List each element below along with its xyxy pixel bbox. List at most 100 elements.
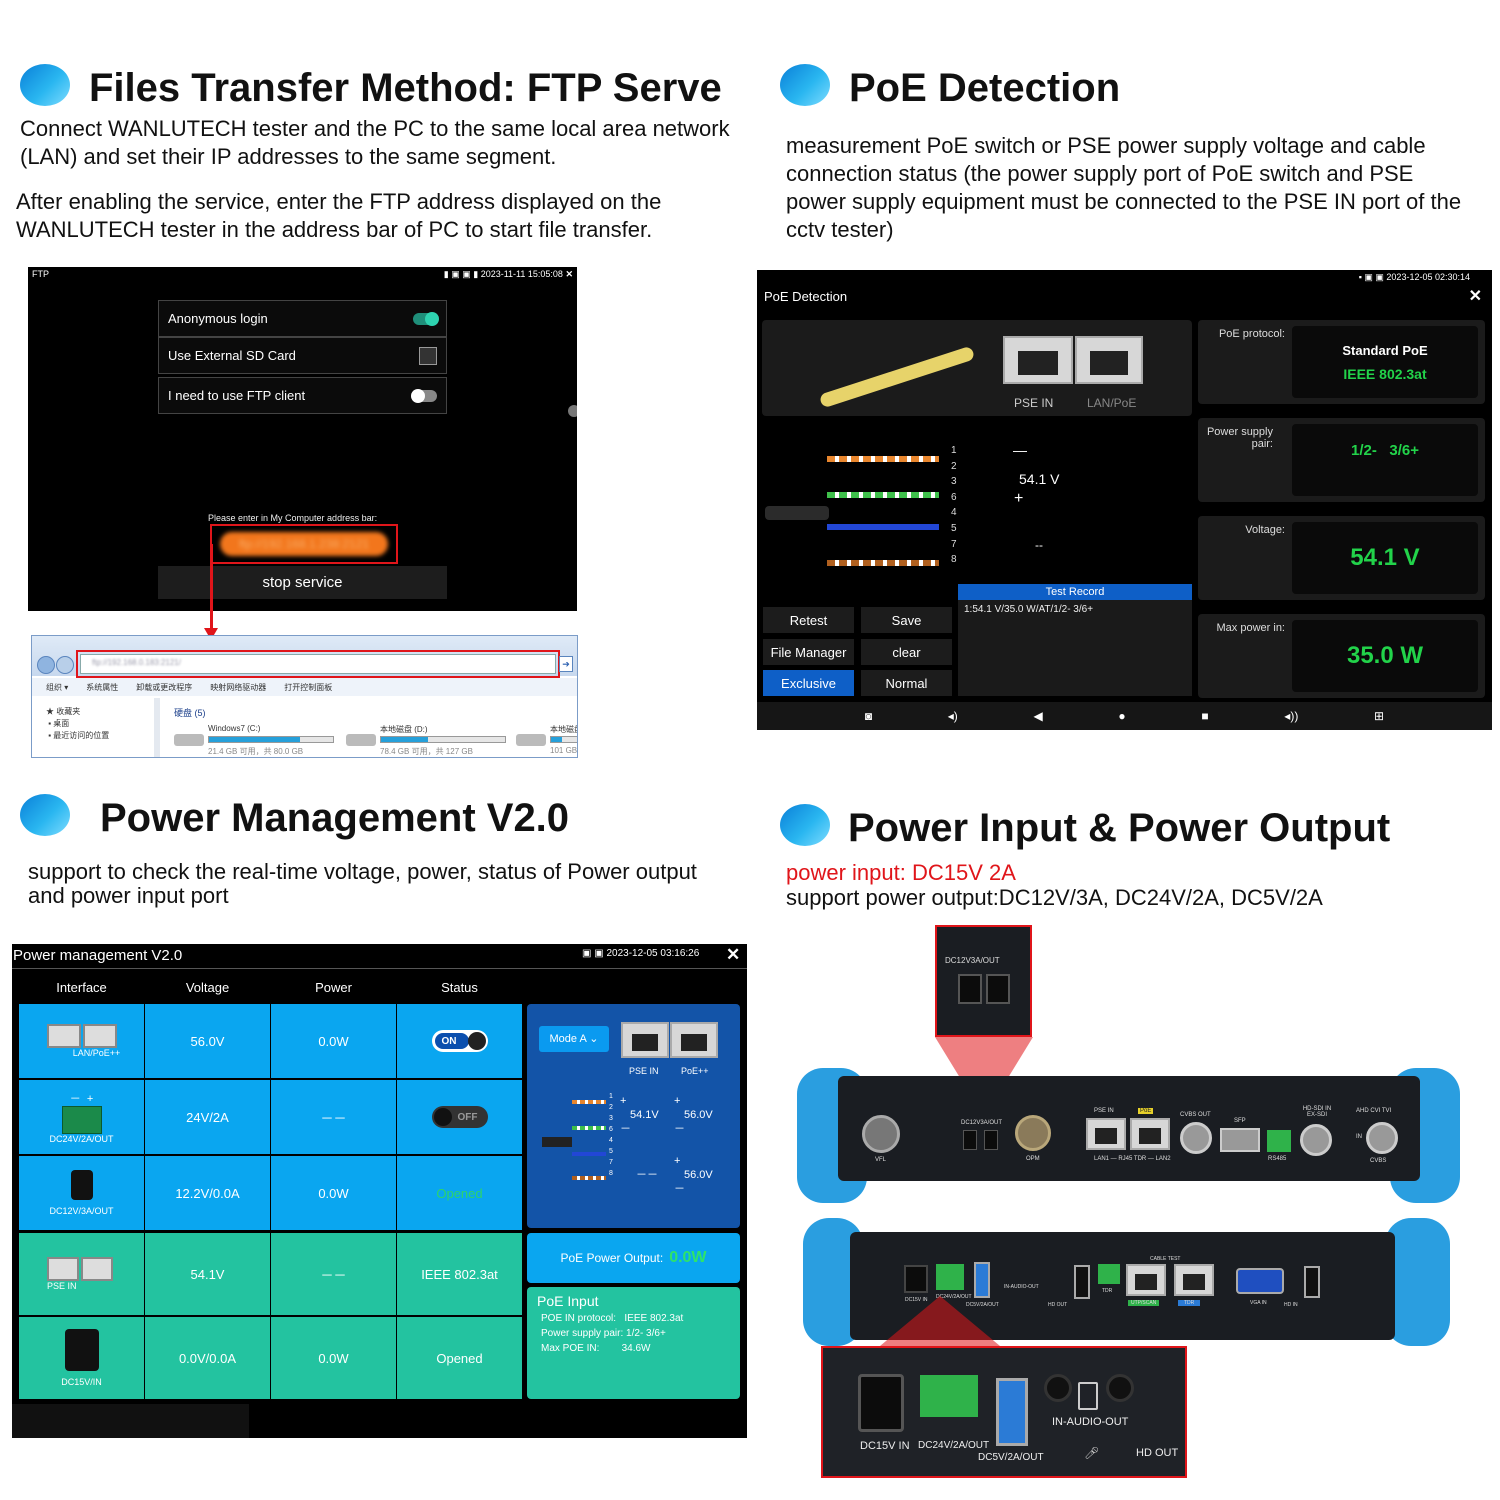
pm-para: support to check the real-time voltage, … — [28, 859, 697, 908]
output-toggle-on[interactable]: ON — [431, 1030, 488, 1052]
volume-up-icon[interactable]: ◂)) — [1284, 709, 1299, 723]
poe-input-panel: PoE Input POE IN protocol: IEEE 802.3at … — [527, 1287, 740, 1399]
hdmi-out-port-icon — [1074, 1265, 1090, 1299]
file-manager-button[interactable]: File Manager — [763, 639, 854, 665]
apps-grid-icon[interactable]: ⊞ — [1374, 709, 1385, 723]
go-icon[interactable]: ➔ — [559, 656, 573, 672]
lan1-port-icon — [1086, 1118, 1126, 1150]
drive-icon — [516, 734, 546, 746]
ftp-para-1: Connect WANLUTECH tester and the PC to t… — [20, 116, 730, 169]
toggle-on-icon[interactable] — [413, 311, 439, 326]
row2-power: －－ — [271, 1080, 396, 1154]
pm-status: ▣ ▣ 2023-12-05 03:16:26 — [582, 948, 700, 959]
header-status: Status — [441, 979, 478, 995]
recent-apps-icon[interactable]: ■ — [1201, 709, 1209, 723]
test-record-entry[interactable]: 1:54.1 V/35.0 W/AT/1/2- 3/6+ — [964, 604, 1094, 615]
dc-jack-icon — [70, 1170, 93, 1200]
back-icon[interactable] — [37, 656, 55, 674]
toggle-off-icon[interactable] — [411, 388, 437, 403]
zoom-dc24v-label: DC24V/2A/OUT — [918, 1440, 990, 1451]
poe-datetime: 2023-12-05 02:30:14 — [1386, 272, 1470, 282]
save-button[interactable]: Save — [861, 607, 952, 633]
sd-card-icon — [1078, 1382, 1098, 1410]
pin: 1 — [951, 445, 957, 456]
toolbar-item[interactable]: 卸载或更改程序 — [136, 683, 193, 692]
volume-down-icon[interactable]: ◂) — [947, 709, 958, 723]
ftp-option-client[interactable]: I need to use FTP client — [158, 377, 447, 414]
row3-interface: DC12V/3A/OUT — [19, 1156, 144, 1230]
pin: 4 — [951, 507, 957, 519]
toolbar-item[interactable]: 映射网络驱动器 — [210, 683, 267, 692]
home-icon[interactable]: ● — [1118, 709, 1126, 723]
clear-button[interactable]: clear — [861, 639, 952, 665]
retest-button[interactable]: Retest — [763, 607, 854, 633]
row5-status: Opened — [397, 1317, 522, 1399]
ftp-screen: FTP ▮ ▣ ▣ ▮ 2023-11-11 15:05:08 ✕ Anonym… — [28, 267, 577, 611]
camera-icon[interactable]: ◙ — [864, 709, 873, 723]
pair-value: 1/2- 3/6+ — [1351, 441, 1419, 459]
pm-screen: Power management V2.0 ▣ ▣ 2023-12-05 03:… — [12, 944, 747, 1438]
header-power: Power — [315, 979, 352, 995]
opm-port-icon — [1015, 1115, 1051, 1151]
row5-power: 0.0W — [271, 1317, 396, 1399]
pair-label: Power supply pair: — [1206, 426, 1273, 450]
nav-desktop[interactable]: ▪ 桌面 — [46, 719, 70, 728]
explorer-address-bar[interactable] — [80, 654, 556, 674]
audio-out-port-icon — [1106, 1374, 1134, 1402]
v: IEEE 802.3at — [624, 1313, 684, 1324]
mode-select[interactable]: Mode A ⌄ — [539, 1026, 609, 1052]
poe-status-bar: ▪ ▣ ▣ 2023-12-05 02:30:14 — [1358, 272, 1470, 282]
drive-d[interactable]: 本地磁盘 (D:) 78.4 GB 可用，共 127 GB — [344, 722, 514, 756]
drive-info: 21.4 GB 可用，共 80.0 GB — [208, 747, 304, 756]
section-bullet-icon — [20, 64, 70, 106]
nav-favorites[interactable]: ★ 收藏夹 — [46, 707, 81, 716]
scroll-handle[interactable] — [568, 405, 577, 417]
power-input-line: power input: DC15V 2A — [786, 860, 1016, 885]
ftp-option-anonymous[interactable]: Anonymous login — [158, 300, 447, 337]
poe-screen-title: PoE Detection — [764, 289, 848, 304]
ftp-option-sd-card[interactable]: Use External SD Card — [158, 337, 447, 374]
toolbar-item[interactable]: 打开控制面板 — [284, 683, 333, 692]
toolbar-item[interactable]: 组织 ▾ — [46, 683, 69, 692]
pair-dash: -- — [1035, 538, 1043, 552]
nav-label: 最近访问的位置 — [53, 731, 110, 740]
wire-blue-icon — [827, 524, 939, 530]
section-bullet-icon — [780, 64, 830, 106]
pin: 7 — [609, 1159, 613, 1166]
back-icon[interactable]: ◀ — [1033, 709, 1043, 723]
drive-c[interactable]: Windows7 (C:) 21.4 GB 可用，共 80.0 GB — [172, 722, 342, 756]
lan2-port-icon — [1130, 1118, 1170, 1150]
checkbox-icon[interactable] — [419, 346, 437, 365]
tdr-label: TDR — [1102, 1288, 1113, 1294]
close-icon[interactable]: ✕ — [565, 269, 573, 279]
pin: 3 — [951, 476, 957, 488]
nav-recent[interactable]: ▪ 最近访问的位置 — [46, 731, 110, 740]
ftp-screen-title: FTP — [32, 269, 49, 279]
mode-label: Mode A — [549, 1033, 587, 1045]
output-toggle-off[interactable]: OFF — [431, 1106, 488, 1128]
row2-status: OFF — [397, 1080, 522, 1154]
wire-bundle-icon — [765, 506, 829, 520]
forward-icon[interactable] — [56, 656, 74, 674]
interface-label: DC15V/IN — [61, 1377, 102, 1387]
row1-voltage: 56.0V — [145, 1004, 270, 1078]
pm-screen-title: Power management V2.0 — [13, 947, 183, 964]
row4-voltage: 54.1V — [145, 1233, 270, 1315]
utp-scan-label: UTP/SCAN — [1128, 1300, 1160, 1306]
drive-e[interactable]: 本地磁盘 101 GB — [514, 722, 577, 756]
stop-service-button[interactable]: stop service — [158, 566, 447, 599]
close-icon[interactable]: ✕ — [1468, 288, 1482, 305]
cable-test-label: CABLE TEST — [1150, 1256, 1181, 1262]
toolbar-item[interactable]: 系统属性 — [86, 683, 119, 692]
normal-button[interactable]: Normal — [861, 670, 952, 696]
power-io-title: Power Input & Power Output — [848, 806, 1391, 850]
close-icon[interactable]: ✕ — [726, 945, 741, 964]
poe-plus-port-icon — [670, 1022, 718, 1058]
poe-input-line: Power supply pair: 1/2- 3/6+ — [537, 1328, 730, 1339]
pse-in-port-icon — [621, 1022, 669, 1058]
row3-status: Opened — [397, 1156, 522, 1230]
exclusive-button[interactable]: Exclusive — [763, 670, 854, 696]
header-voltage: Voltage — [185, 979, 230, 995]
explorer-window: ftp://192.168.0.183:2121/ ➔ 组织 ▾ 系统属性 卸载… — [31, 635, 578, 758]
protocol-value-box: Standard PoE IEEE 802.3at — [1292, 326, 1478, 398]
